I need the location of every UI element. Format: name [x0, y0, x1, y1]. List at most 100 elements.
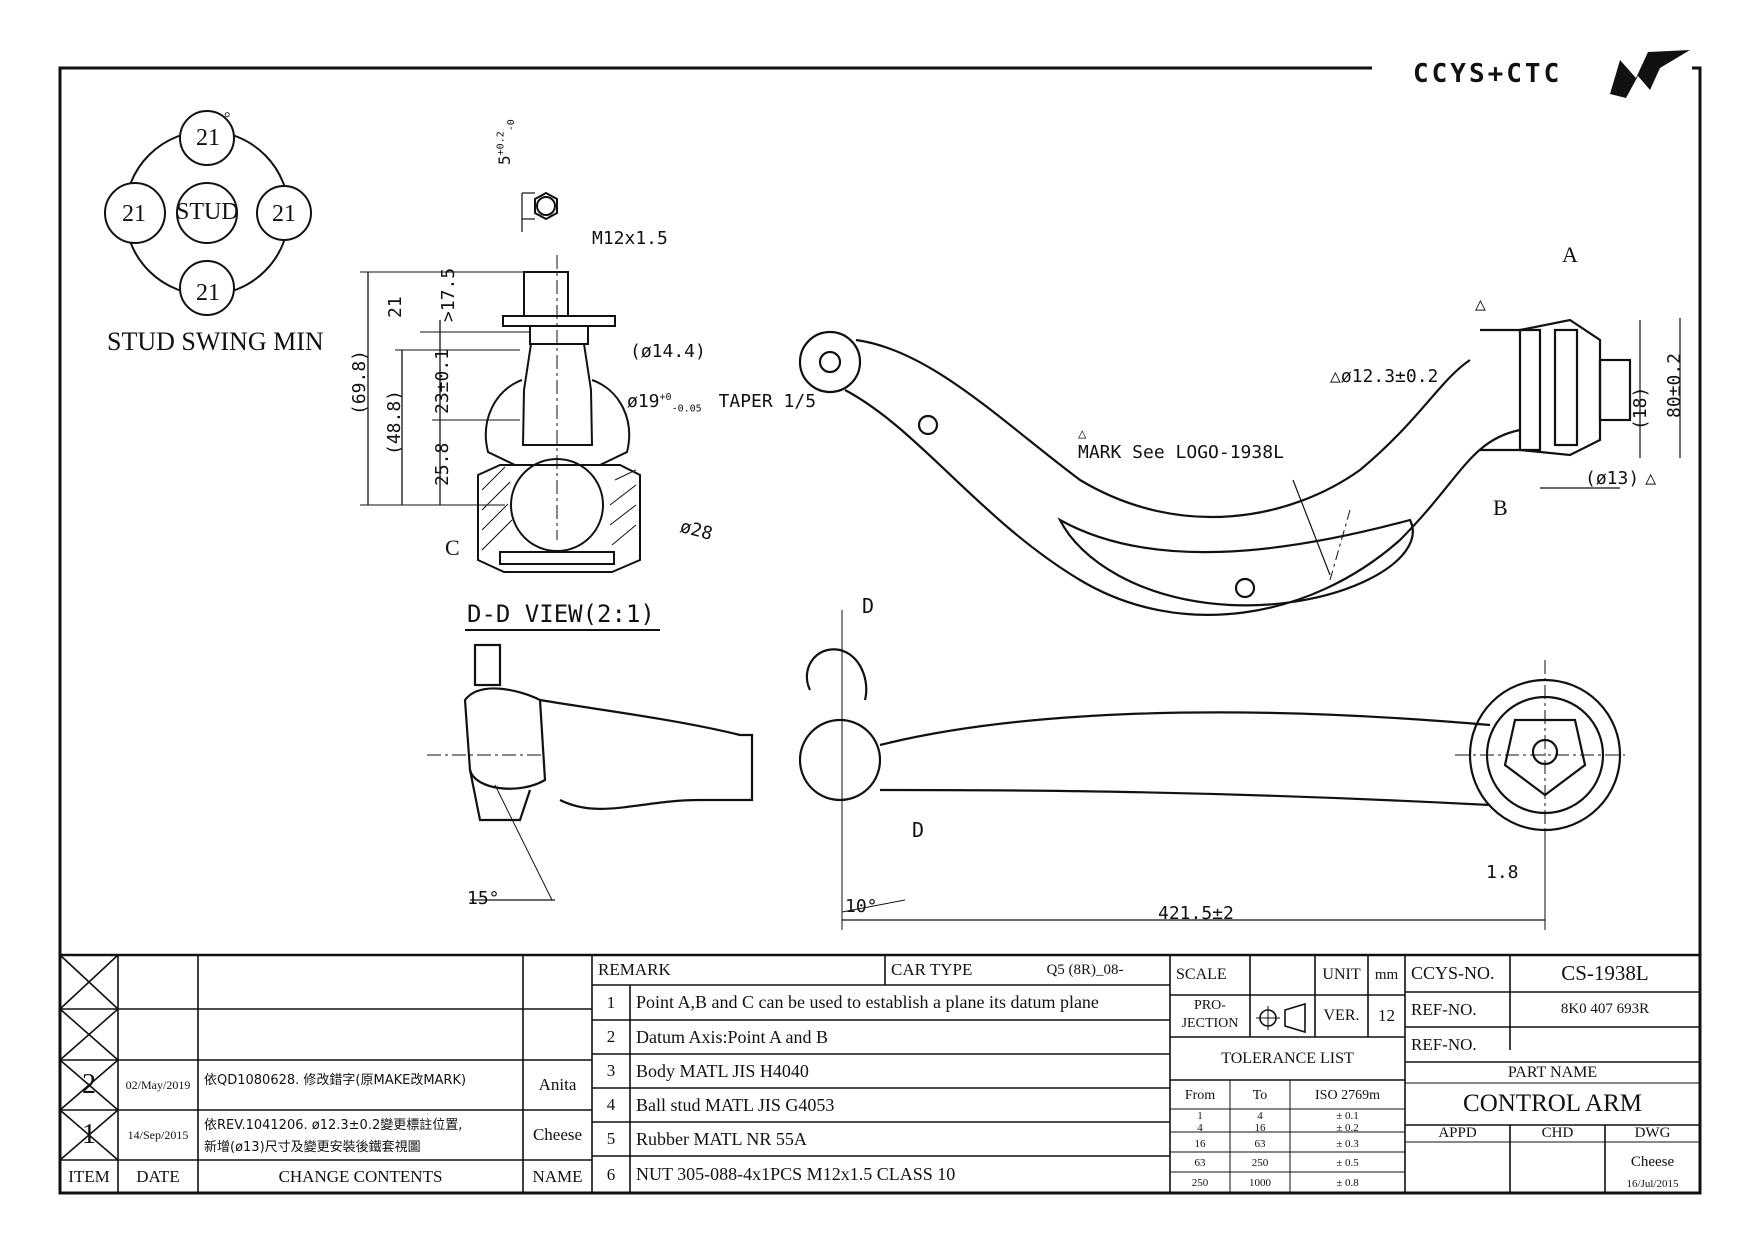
ref-no-label-2: REF-NO. [1411, 1034, 1477, 1054]
stud-swing-top-value: 21 [196, 125, 220, 151]
ref-no-label: REF-NO. [1411, 999, 1477, 1019]
remark-no-2: 2 [606, 1027, 616, 1046]
dim-25-8: 25.8 [432, 442, 453, 486]
remark-text-6: NUT 305-088-4x1PCS M12x1.5 CLASS 10 [636, 1164, 956, 1184]
projection-label-2: JECTION [1181, 1016, 1239, 1031]
drawn-by: Cheese [1630, 1153, 1675, 1170]
header-name: NAME [532, 1166, 583, 1186]
dim-21: 21 [385, 296, 406, 318]
rev-content-1a: 依REV.1041206. ø12.3±0.2變更標註位置, [204, 1117, 463, 1133]
dim-23: 23±0.1 [432, 348, 453, 414]
degree-symbol: ° [224, 110, 231, 127]
stud-swing-center-label: STUD [176, 199, 239, 225]
nut-height-value: 5 [495, 155, 514, 165]
dim-69-8: (69.8) [349, 349, 370, 415]
car-type-value: Q5 (8R)_08- [1046, 961, 1124, 978]
triangle-flag-4: △ [1078, 426, 1087, 442]
tol-to-2: 16 [1254, 1121, 1266, 1134]
dia-12-3-value: ø12.3±0.2 [1340, 366, 1439, 387]
ref-no-value: 8K0 407 693R [1560, 1001, 1650, 1017]
ccys-no-label: CCYS-NO. [1411, 963, 1495, 983]
tol-val-1: ± 0.1 [1336, 1109, 1359, 1122]
nut-height-tol-up: +0.2 [495, 131, 507, 156]
part-name-label: PART NAME [1507, 1063, 1598, 1081]
dim-421-5: 421.5±2 [1158, 903, 1234, 924]
rev-content-1b: 新增(ø13)尺寸及變更安裝後鐵套視圖 [204, 1139, 421, 1155]
rev-item-1: 1 [82, 1119, 96, 1150]
remark-no-5: 5 [606, 1129, 616, 1148]
point-c-label: C [445, 535, 460, 560]
stud-swing-bottom-value: 21 [196, 280, 220, 306]
mark-note-text: MARK See LOGO-1938L [1078, 442, 1284, 463]
nut-height-tol-low: -0 [506, 119, 518, 132]
point-b-label: B [1493, 495, 1508, 520]
dim-1-8: 1.8 [1486, 862, 1519, 883]
logo-text: CCYS+CTC [1413, 59, 1562, 89]
remark-no-3: 3 [606, 1061, 616, 1080]
dia-14-4: (ø14.4) [630, 341, 706, 362]
tol-from-5: 250 [1191, 1177, 1209, 1189]
stud-swing-diagram [104, 110, 312, 316]
remark-text-5: Rubber MATL NR 55A [636, 1128, 807, 1149]
section-d-top: D [862, 594, 875, 618]
sheet-border [58, 66, 1702, 1195]
header-change-contents: CHANGE CONTENTS [278, 1166, 443, 1186]
header-item: ITEM [68, 1166, 110, 1186]
dim-17-5: >17.5 [438, 267, 459, 322]
stud-swing-left-value: 21 [122, 201, 146, 227]
tol-from-2: 4 [1197, 1121, 1203, 1134]
remark-text-1: Point A,B and C can be used to establish… [636, 992, 1099, 1012]
remark-no-6: 6 [606, 1164, 616, 1184]
dia-19-tol-low: -0.05 [671, 403, 702, 415]
rev-content-2: 依QD1080628. 修改錯字(原MAKE改MARK) [204, 1072, 467, 1088]
tol-from-4: 63 [1194, 1156, 1206, 1169]
tol-header-from: From [1184, 1088, 1216, 1103]
ccys-no-value: CS-1938L [1561, 961, 1649, 985]
dia-13-value: (ø13) [1585, 468, 1640, 489]
remark-title: REMARK [598, 960, 671, 979]
tol-val-4: ± 0.5 [1336, 1156, 1359, 1169]
control-arm-top-view [798, 318, 1681, 616]
unit-label: UNIT [1322, 966, 1361, 983]
dia-13: (ø13)△ [1585, 468, 1656, 489]
rev-name-1: Cheese [532, 1125, 583, 1144]
rev-date-1: 14/Sep/2015 [127, 1127, 189, 1142]
projection-label-1: PRO- [1194, 998, 1226, 1013]
unit-value: mm [1374, 966, 1399, 983]
rev-item-2: 2 [82, 1069, 96, 1100]
ball-joint-hatch [481, 466, 637, 551]
remark-text-4: Ball stud MATL JIS G4053 [636, 1094, 835, 1115]
dia-19-taper: ø19+0-0.05 TAPER 1/5 [627, 391, 816, 415]
chd-label: CHD [1541, 1125, 1574, 1141]
stud-swing-right-value: 21 [272, 201, 296, 227]
dim-18: (18) [1630, 386, 1651, 430]
dia-19: ø19 [627, 391, 660, 412]
part-name-value: CONTROL ARM [1463, 1090, 1642, 1117]
tolerance-title: TOLERANCE LIST [1221, 1050, 1354, 1067]
title-block-grid [59, 954, 1700, 1193]
nut-height-dim: 5+0.2-0 [495, 119, 517, 165]
triangle-flag-1: △ [1475, 294, 1486, 315]
rev-name-2: Anita [538, 1075, 577, 1094]
dim-48-8: (48.8) [384, 389, 405, 455]
angle-15: 15° [467, 888, 500, 909]
dwg-label: DWG [1634, 1125, 1671, 1141]
thread-label: M12x1.5 [592, 228, 668, 249]
tol-from-3: 16 [1194, 1138, 1206, 1150]
ref-no-value-2 [1510, 1027, 1700, 1062]
view-title: D-D VIEW(2:1) [467, 600, 655, 628]
ccys-ctc-logo: CCYS+CTC [1413, 50, 1690, 98]
tol-from-1: 1 [1197, 1109, 1203, 1122]
tol-to-1: 4 [1257, 1109, 1263, 1122]
ball-joint-section [360, 191, 641, 573]
tol-header-iso: ISO 2769m [1315, 1088, 1380, 1103]
dia-19-tol-up: +0 [659, 392, 672, 403]
control-arm-side-view-right [798, 610, 1625, 930]
dim-80: 80±0.2 [1664, 352, 1685, 418]
car-type-label: CAR TYPE [891, 960, 973, 979]
tol-val-2: ± 0.2 [1336, 1121, 1359, 1134]
dia-12-3: △ø12.3±0.2 [1330, 366, 1438, 387]
mark-note: △MARK See LOGO-1938L [1078, 426, 1284, 463]
tol-header-to: To [1252, 1088, 1268, 1103]
